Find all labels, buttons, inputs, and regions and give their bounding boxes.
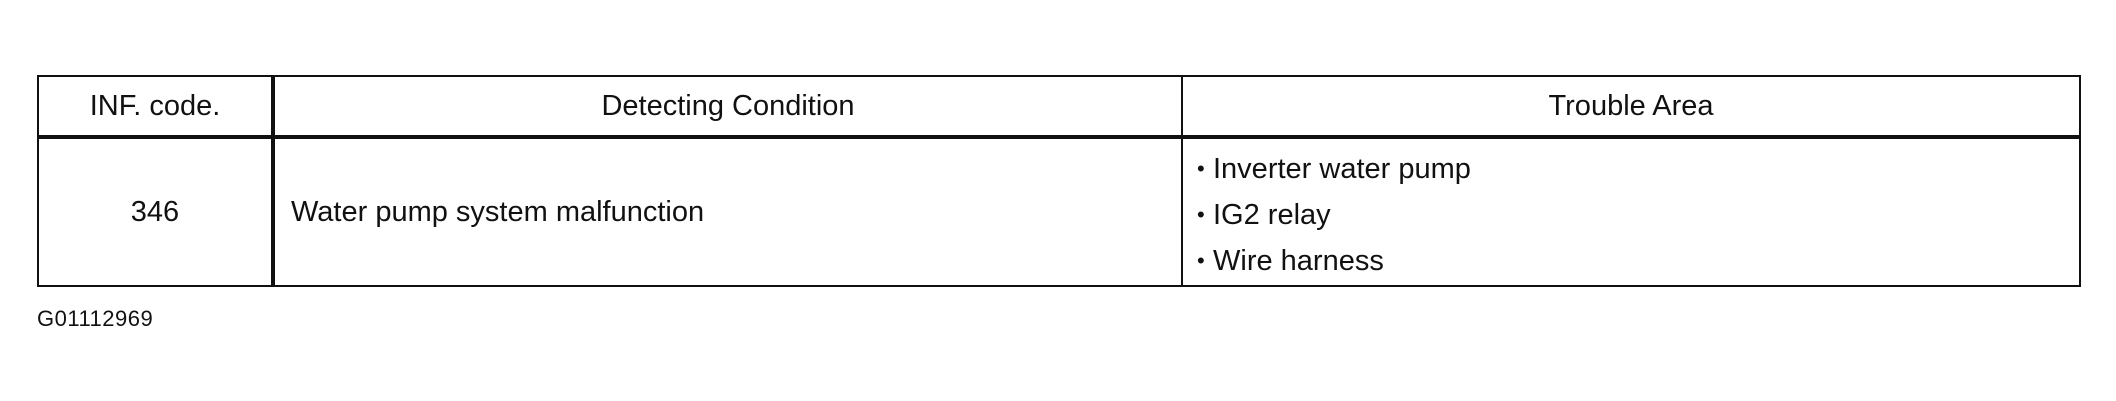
table-header-row: INF. code. Detecting Condition Trouble A… — [37, 75, 2081, 139]
trouble-area-item-label: Inverter water pump — [1213, 153, 1471, 185]
trouble-area-cell: • Inverter water pump • IG2 relay • Wire ha… — [1181, 136, 2081, 287]
header-inf-code: INF. code. — [37, 75, 275, 139]
trouble-area-item: • Inverter water pump — [1197, 147, 2079, 193]
trouble-area-item: • Wire harness — [1197, 239, 2079, 285]
detecting-condition-cell: Water pump system malfunction — [272, 136, 1183, 287]
trouble-area-item: • IG2 relay — [1197, 193, 2079, 239]
trouble-area-item-label: Wire harness — [1213, 245, 1384, 277]
trouble-area-item-label: IG2 relay — [1213, 199, 1331, 231]
header-trouble-area: Trouble Area — [1181, 75, 2081, 139]
bullet-icon: • — [1197, 202, 1205, 227]
figure-id: G01112969 — [37, 306, 154, 331]
table-row: 346 Water pump system malfunction • Inver… — [37, 136, 2081, 287]
inf-code-cell: 346 — [37, 136, 275, 287]
trouble-area-list: • Inverter water pump • IG2 relay • Wire ha… — [1197, 139, 2079, 285]
trouble-code-table: INF. code. Detecting Condition Trouble A… — [37, 75, 2081, 287]
bullet-icon: • — [1197, 156, 1205, 181]
header-detecting-condition: Detecting Condition — [272, 75, 1183, 139]
bullet-icon: • — [1197, 248, 1205, 273]
